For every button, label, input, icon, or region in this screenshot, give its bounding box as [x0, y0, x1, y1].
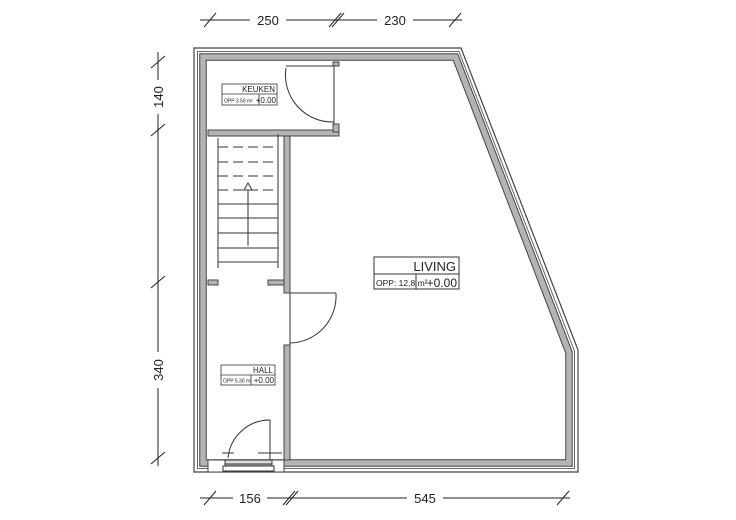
- dimension-label: 250: [257, 13, 279, 28]
- room-label-hall: HALL OPP 5.30 m² +0.00: [220, 364, 276, 386]
- room-name: KEUKEN: [242, 85, 275, 94]
- dimension-label: 340: [151, 359, 166, 381]
- living-door[interactable]: [289, 292, 337, 345]
- dimension-left: 140 340: [150, 52, 166, 466]
- dimension-label: 230: [384, 13, 406, 28]
- room-area: OPP 3.50 m²: [224, 99, 253, 105]
- room-area: OPP 5.30 m²: [223, 379, 252, 385]
- room-level: +0.00: [254, 376, 275, 385]
- dimension-label: 545: [414, 491, 436, 506]
- room-label-living: LIVING OPP: 12,8 m² +0.00: [373, 256, 460, 290]
- room-level: +0.00: [256, 96, 277, 105]
- room-level: +0.00: [427, 276, 458, 290]
- dimension-bottom: 156 545: [200, 490, 570, 506]
- room-name: HALL: [253, 366, 274, 375]
- room-label-keuken: KEUKEN OPP 3.50 m² +0.00: [221, 83, 278, 106]
- room-name: LIVING: [413, 259, 456, 274]
- dimension-label: 140: [151, 86, 166, 108]
- interior-walls: [207, 61, 340, 473]
- arrow-head-icon: [243, 181, 253, 191]
- dimension-label: 156: [239, 491, 261, 506]
- dimension-top: 250 230: [200, 12, 462, 28]
- room-area: OPP: 12,8 m²: [376, 278, 428, 288]
- exterior-wall: [193, 47, 579, 473]
- entrance-door[interactable]: [222, 419, 282, 472]
- staircase: [217, 134, 279, 268]
- kitchen-door[interactable]: [284, 65, 335, 124]
